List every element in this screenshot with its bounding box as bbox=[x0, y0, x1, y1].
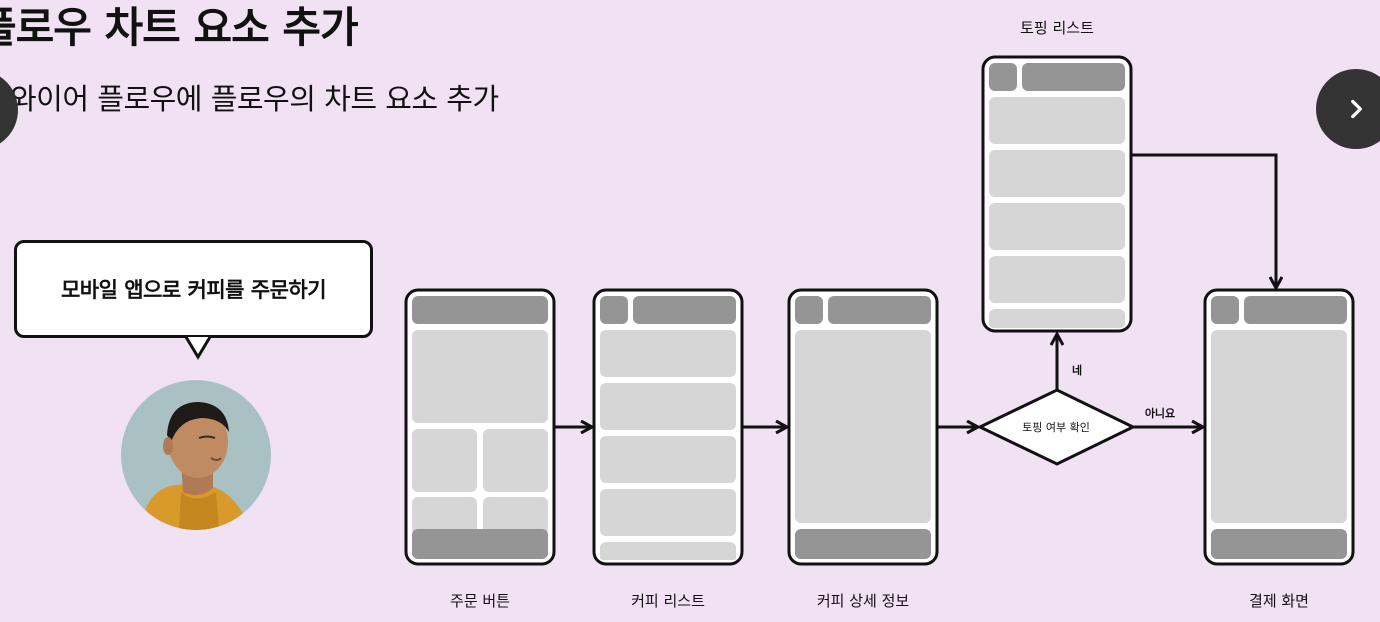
label-payment: 결제 화면 bbox=[1179, 590, 1379, 611]
label-order-button: 주문 버튼 bbox=[380, 590, 580, 611]
screen-coffee-detail bbox=[789, 290, 937, 564]
screen-order-button bbox=[406, 290, 554, 564]
label-topping-list: 토핑 리스트 bbox=[957, 17, 1157, 38]
label-coffee-list: 커피 리스트 bbox=[568, 590, 768, 611]
decision-label: 토핑 여부 확인 bbox=[1022, 421, 1090, 434]
decision-no-label: 아니요 bbox=[1145, 406, 1175, 420]
screen-topping-list bbox=[983, 57, 1131, 356]
arrow-topping-to-payment bbox=[1131, 155, 1276, 288]
screen-payment bbox=[1205, 290, 1353, 564]
decision-topping-check: 토핑 여부 확인 bbox=[980, 390, 1133, 464]
label-coffee-detail: 커피 상세 정보 bbox=[763, 590, 963, 611]
decision-yes-label: 네 bbox=[1072, 363, 1082, 377]
screen-coffee-list bbox=[594, 290, 742, 589]
